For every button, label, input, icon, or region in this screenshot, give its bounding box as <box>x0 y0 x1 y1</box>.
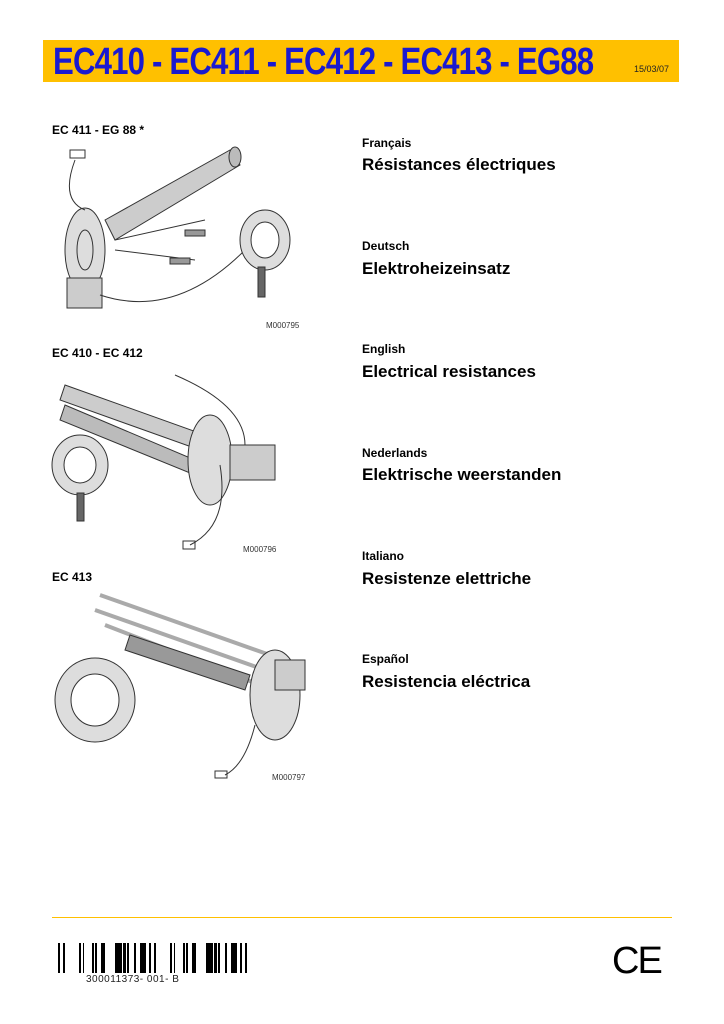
figure-label-2: EC 410 - EC 412 <box>52 346 143 360</box>
heating-element-illustration-2 <box>51 374 276 550</box>
title-banner: EC410 - EC411 - EC412 - EC413 - EG88 15/… <box>43 40 679 83</box>
title-en: Electrical resistances <box>362 362 536 381</box>
figure-code-3: M000797 <box>272 773 306 782</box>
barcode <box>58 943 247 973</box>
document-date: 15/03/07 <box>633 64 669 74</box>
language-label-nl: Nederlands <box>362 446 428 460</box>
language-label-es: Español <box>362 652 409 666</box>
figure-code-2: M000796 <box>243 545 277 554</box>
figure-label-3: EC 413 <box>52 570 93 584</box>
title-it: Resistenze elettriche <box>362 569 532 588</box>
language-label-fr: Français <box>362 136 412 150</box>
title-es: Resistencia eléctrica <box>362 672 531 691</box>
ce-mark: CE <box>612 940 663 982</box>
page-title: EC410 - EC411 - EC412 - EC413 - EG88 <box>53 41 594 83</box>
language-label-en: English <box>362 342 406 356</box>
footer-divider <box>52 917 672 918</box>
language-label-it: Italiano <box>362 549 405 563</box>
barcode-number: 300011373- 001- B <box>86 974 180 985</box>
title-fr: Résistances électriques <box>362 155 556 174</box>
heating-element-illustration-1 <box>64 146 291 309</box>
figure-code-1: M000795 <box>266 321 300 330</box>
title-nl: Elektrische weerstanden <box>362 465 562 484</box>
figure-label-1: EC 411 - EG 88 * <box>52 123 145 137</box>
language-label-de: Deutsch <box>362 239 410 253</box>
heating-element-illustration-3 <box>54 593 306 779</box>
title-de: Elektroheizeinsatz <box>362 259 511 278</box>
